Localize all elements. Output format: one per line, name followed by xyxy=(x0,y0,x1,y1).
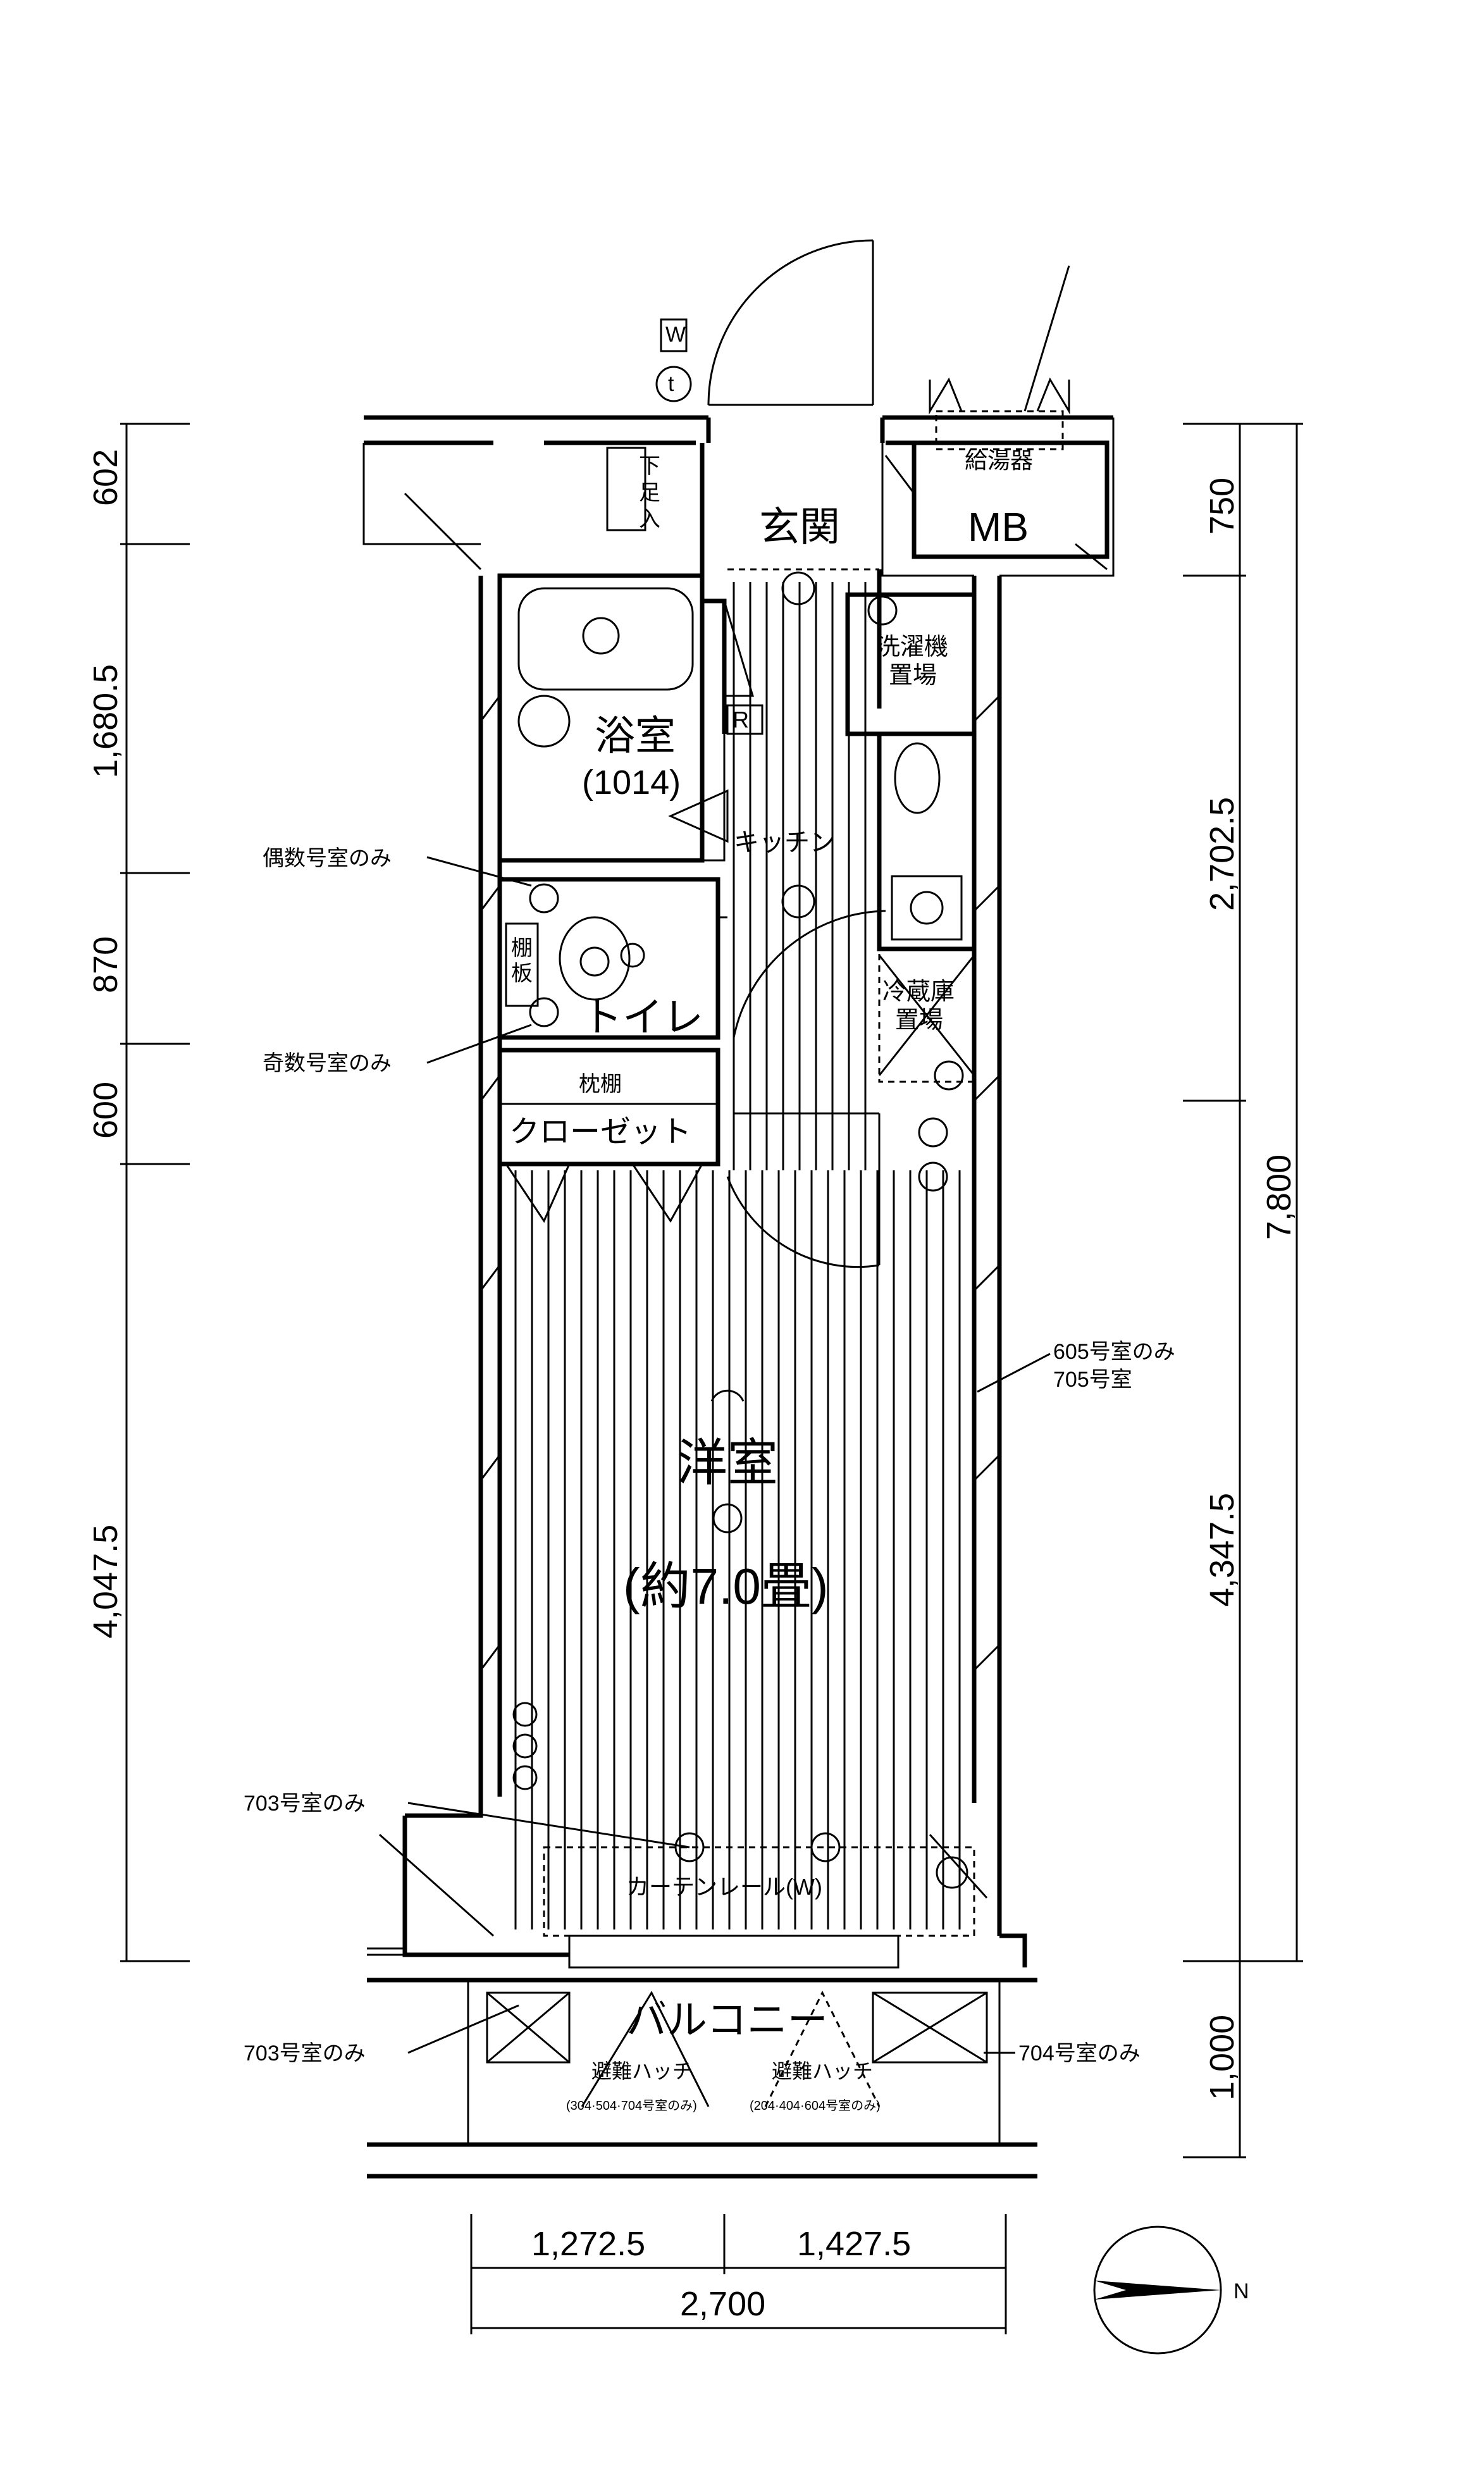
stove-icon xyxy=(891,875,963,941)
note-704: 704号室のみ xyxy=(1018,2041,1141,2065)
notes: 偶数号室のみ 奇数号室のみ 605号室のみ 705号室 703号室のみ 703号… xyxy=(244,846,1175,2065)
dim-bottom-1: 1,427.5 xyxy=(797,2225,911,2263)
outlet-icon xyxy=(529,883,559,913)
genkan-label: 玄関 xyxy=(759,504,840,550)
washer-label-2: 置場 xyxy=(889,662,937,689)
kitchen-label: キッチン xyxy=(734,829,835,857)
w-symbol-label: W xyxy=(665,323,686,347)
r-mark-label: R xyxy=(733,707,749,733)
mb-closet xyxy=(884,265,1110,571)
dim-left-4: 4,047.5 xyxy=(87,1525,125,1638)
washer-label-1: 洗濯機 xyxy=(876,634,948,660)
bath-label: 浴室 xyxy=(595,713,676,759)
balcony-area xyxy=(367,1846,1037,2179)
outer-walls xyxy=(362,415,1115,1967)
outlet-icon xyxy=(781,571,815,605)
outlet-icon xyxy=(936,1856,968,1889)
outlet-icon xyxy=(781,884,815,919)
room-labels: 玄関 MB 下 足 入 給湯器 浴室 (1014) R キッチン 洗濯機 置場 … xyxy=(509,323,1033,2113)
geta-label-2: 足 xyxy=(639,481,660,505)
note-703-b: 703号室のみ xyxy=(244,2041,366,2065)
bath-code-label: (1014) xyxy=(582,764,681,802)
geta-label-3: 入 xyxy=(639,507,660,531)
fridge-label-2: 置場 xyxy=(895,1007,943,1034)
kitchen-area xyxy=(726,592,977,1268)
toilet-icon xyxy=(559,916,631,1001)
north-label: N xyxy=(1234,2279,1249,2303)
note-even-rooms: 偶数号室のみ xyxy=(263,846,392,870)
dim-right-3: 4,347.5 xyxy=(1203,1493,1241,1607)
note-odd-rooms: 奇数号室のみ xyxy=(263,1051,392,1075)
outlet-icon xyxy=(512,1733,538,1759)
outlet-icon xyxy=(918,1161,948,1192)
door-swing-icon xyxy=(707,239,874,406)
fridge-label-1: 冷蔵庫 xyxy=(882,979,955,1005)
dimension-lines xyxy=(120,423,1303,2334)
dim-right-4: 1,000 xyxy=(1203,2015,1241,2100)
hatch-right-note: (204·404·604号室のみ) xyxy=(750,2098,881,2113)
heater-label: 給湯器 xyxy=(965,447,1033,473)
bathtub-icon xyxy=(517,587,694,691)
outlet-icon xyxy=(674,1832,705,1862)
shelf-label-2: 板 xyxy=(511,962,533,986)
outlet-icon xyxy=(529,997,559,1027)
dim-bottom-2: 2,700 xyxy=(680,2285,765,2323)
shelf-label-1: 棚 xyxy=(511,936,533,960)
outlet-icon xyxy=(918,1117,948,1148)
dim-left-1: 1,680.5 xyxy=(87,664,125,778)
dim-bottom-0: 1,272.5 xyxy=(531,2225,645,2263)
outlet-icon xyxy=(512,1702,538,1727)
mb-label: MB xyxy=(968,504,1029,550)
closet-label: クローゼット xyxy=(509,1115,691,1149)
dim-left-2: 870 xyxy=(87,936,125,993)
entrance-area xyxy=(500,239,885,734)
makuradana-label: 枕棚 xyxy=(579,1072,622,1096)
hatch-left-label: 避難ハッチ xyxy=(591,2060,693,2083)
note-leaders xyxy=(407,856,1051,2054)
dimension-labels: 602 1,680.5 870 600 4,047.5 750 2,702.5 … xyxy=(87,449,1298,2323)
outlet-icon xyxy=(934,1060,964,1091)
t-symbol-label: t xyxy=(668,372,674,396)
toilet-label: トイレ xyxy=(582,994,703,1040)
dim-right-1: 2,702.5 xyxy=(1203,797,1241,911)
sink-icon xyxy=(894,742,941,814)
dim-right-0: 750 xyxy=(1203,478,1241,535)
flooring-pattern xyxy=(514,582,961,1929)
outlet-icon xyxy=(810,1832,841,1862)
electrical-symbols xyxy=(512,318,968,1889)
hatch-left-note: (304·504·704号室のみ) xyxy=(566,2098,697,2113)
western-room-size-label: (約7.0畳) xyxy=(623,1558,829,1614)
toilet-room xyxy=(497,877,886,1040)
compass-icon: N xyxy=(1093,2226,1249,2355)
light-icon xyxy=(710,1389,745,1402)
note-703-a: 703号室のみ xyxy=(244,1792,366,1816)
geta-label-1: 下 xyxy=(639,454,660,478)
note-705: 705号室 xyxy=(1053,1368,1132,1392)
closet-area xyxy=(497,1048,720,1223)
dim-right-2: 7,800 xyxy=(1260,1155,1298,1240)
western-room-label: 洋室 xyxy=(677,1435,778,1491)
balcony-label: バルコニー xyxy=(626,1997,828,2043)
hatch-right-label: 避難ハッチ xyxy=(772,2060,873,2083)
light-icon xyxy=(712,1503,743,1533)
dim-left-0: 602 xyxy=(87,449,125,506)
curtain-rail-label: カーテンレール(W) xyxy=(626,1874,822,1900)
note-605: 605号室のみ xyxy=(1053,1340,1175,1364)
dim-left-3: 600 xyxy=(87,1082,125,1139)
outlet-icon xyxy=(512,1765,538,1790)
bathroom xyxy=(497,573,764,863)
